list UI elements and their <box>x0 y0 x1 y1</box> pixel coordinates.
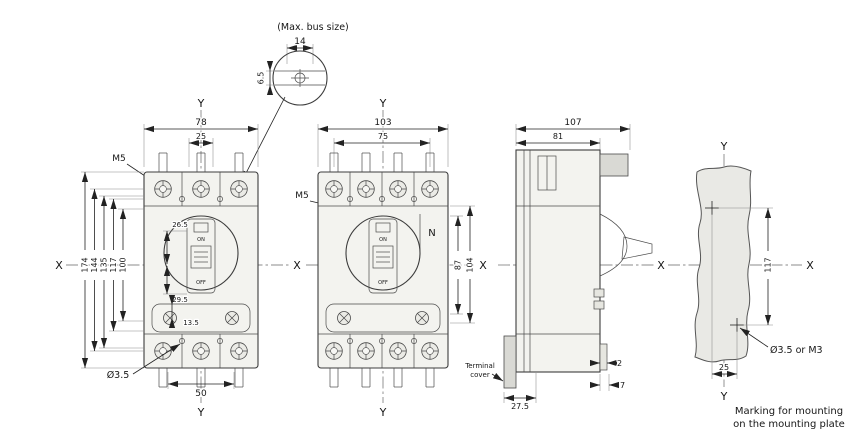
axis-x-right: X <box>806 259 814 272</box>
svg-text:25: 25 <box>196 132 206 141</box>
mounting-hole-callout: Ø3.5 <box>107 343 181 381</box>
dim-87: 87 <box>454 260 463 270</box>
svg-text:27.5: 27.5 <box>511 402 529 411</box>
axis-y-top: Y <box>197 97 205 110</box>
dim-2: 2 <box>590 357 623 369</box>
svg-text:2: 2 <box>617 359 622 368</box>
dim-104: 104 <box>466 257 475 272</box>
plate-caption-line1: Marking for mounting <box>735 406 843 417</box>
svg-text:81: 81 <box>553 132 563 141</box>
axis-y-bottom: Y <box>197 406 205 419</box>
axis-x-right: X <box>479 259 487 272</box>
terminal-zones <box>318 172 448 368</box>
accessory-plate <box>151 303 251 333</box>
axis-x-left: X <box>293 259 301 272</box>
detail-circle <box>272 50 328 106</box>
detail-dim-6-5: 6.5 <box>255 61 293 95</box>
dim-bottom-50: 50 <box>167 372 235 400</box>
axis-y-bottom: Y <box>379 406 387 419</box>
mounting-plate-view: X X Y Y 117 25 Ø3.5 or M3 Marking for mo… <box>657 140 845 430</box>
breaker-body <box>143 171 259 369</box>
handle-side <box>621 236 653 260</box>
dim-depth-107: 107 <box>515 117 631 150</box>
terminal-cover <box>503 335 517 389</box>
handle-bezel <box>345 215 421 291</box>
terminal-cover-label-2: cover <box>470 371 490 379</box>
off-label: OFF <box>196 280 206 286</box>
dim-14: 14 <box>294 37 306 47</box>
off-label: OFF <box>378 280 388 286</box>
axis-y-top: Y <box>379 97 387 110</box>
operating-handle: ON OFF <box>368 218 398 294</box>
svg-text:107: 107 <box>564 118 581 128</box>
axis-y-top: Y <box>720 140 728 153</box>
terminal-zones <box>144 172 258 368</box>
dim-width-103: 103 <box>317 117 449 167</box>
dim-25: 25 <box>711 214 738 379</box>
terminal-cover-callout: Terminal cover <box>464 362 504 382</box>
on-label: ON <box>197 237 205 243</box>
svg-text:7: 7 <box>620 381 625 390</box>
front-view-3pole: Y Y X 78 25 M5 <box>55 97 290 419</box>
neutral-label: N <box>428 228 435 239</box>
hole-diameter-label: Ø3.5 or M3 <box>770 345 823 356</box>
dim-7: 7 <box>590 374 626 391</box>
svg-text:117: 117 <box>764 257 773 272</box>
svg-text:M5: M5 <box>295 191 309 201</box>
dim-117: 117 <box>109 257 118 272</box>
dim-117: 117 <box>718 207 774 326</box>
detail-bus-section <box>275 69 325 87</box>
dim-depth-81: 81 <box>516 131 601 150</box>
svg-text:50: 50 <box>195 389 207 399</box>
bus-bar <box>599 153 629 177</box>
dim-135: 135 <box>100 257 109 272</box>
svg-text:25: 25 <box>719 363 729 372</box>
dim-width-78: 78 <box>143 117 259 167</box>
dim-26-5: 26.5 <box>172 221 188 229</box>
plate-outline <box>694 165 752 363</box>
terminal-cover-label-1: Terminal <box>464 362 495 370</box>
hole-callout: Ø3.5 or M3 <box>739 327 823 356</box>
dim-6-5: 6.5 <box>257 72 266 85</box>
bus-size-detail-view: (Max. bus size) 14 6.5 <box>241 22 349 182</box>
svg-text:M5: M5 <box>112 154 126 164</box>
axis-x-left: X <box>657 259 665 272</box>
accessory-plate <box>325 303 441 333</box>
dim-13-5: 13.5 <box>183 319 199 327</box>
dim-174: 174 <box>81 257 90 272</box>
axis-y-bottom: Y <box>720 390 728 403</box>
profile-lines <box>516 150 600 372</box>
on-label: ON <box>379 237 387 243</box>
right-dimensions: 87 104 <box>450 205 476 324</box>
dim-29-5: 29.5 <box>172 296 188 304</box>
dim-100: 100 <box>119 257 128 272</box>
dim-window-25: 25 <box>188 131 214 167</box>
svg-text:78: 78 <box>195 118 207 128</box>
axis-x-left: X <box>55 259 63 272</box>
svg-text:75: 75 <box>378 132 388 141</box>
dim-27-5: 27.5 <box>503 373 537 412</box>
svg-text:103: 103 <box>374 118 391 128</box>
plate-caption-line2: on the mounting plate <box>733 419 845 430</box>
handle-pivot-arc <box>599 213 628 277</box>
detail-dim-14: 14 <box>286 36 314 64</box>
body-profile <box>515 149 601 373</box>
height-dimensions: 174 144 135 117 100 <box>79 171 144 369</box>
dim-pitch-75: 75 <box>333 131 431 167</box>
operating-handle: ON OFF <box>186 218 216 294</box>
dim-144: 144 <box>90 257 99 272</box>
hole-diameter-label: Ø3.5 <box>107 370 130 381</box>
detail-leader <box>241 96 286 182</box>
detail-label: (Max. bus size) <box>277 22 349 33</box>
front-view-4pole: Y Y X X 103 75 M5 <box>293 97 487 419</box>
inner-dimensions: 26.5 29.5 13.5 <box>163 220 200 328</box>
side-view: 107 81 Terminal cover <box>464 117 656 412</box>
